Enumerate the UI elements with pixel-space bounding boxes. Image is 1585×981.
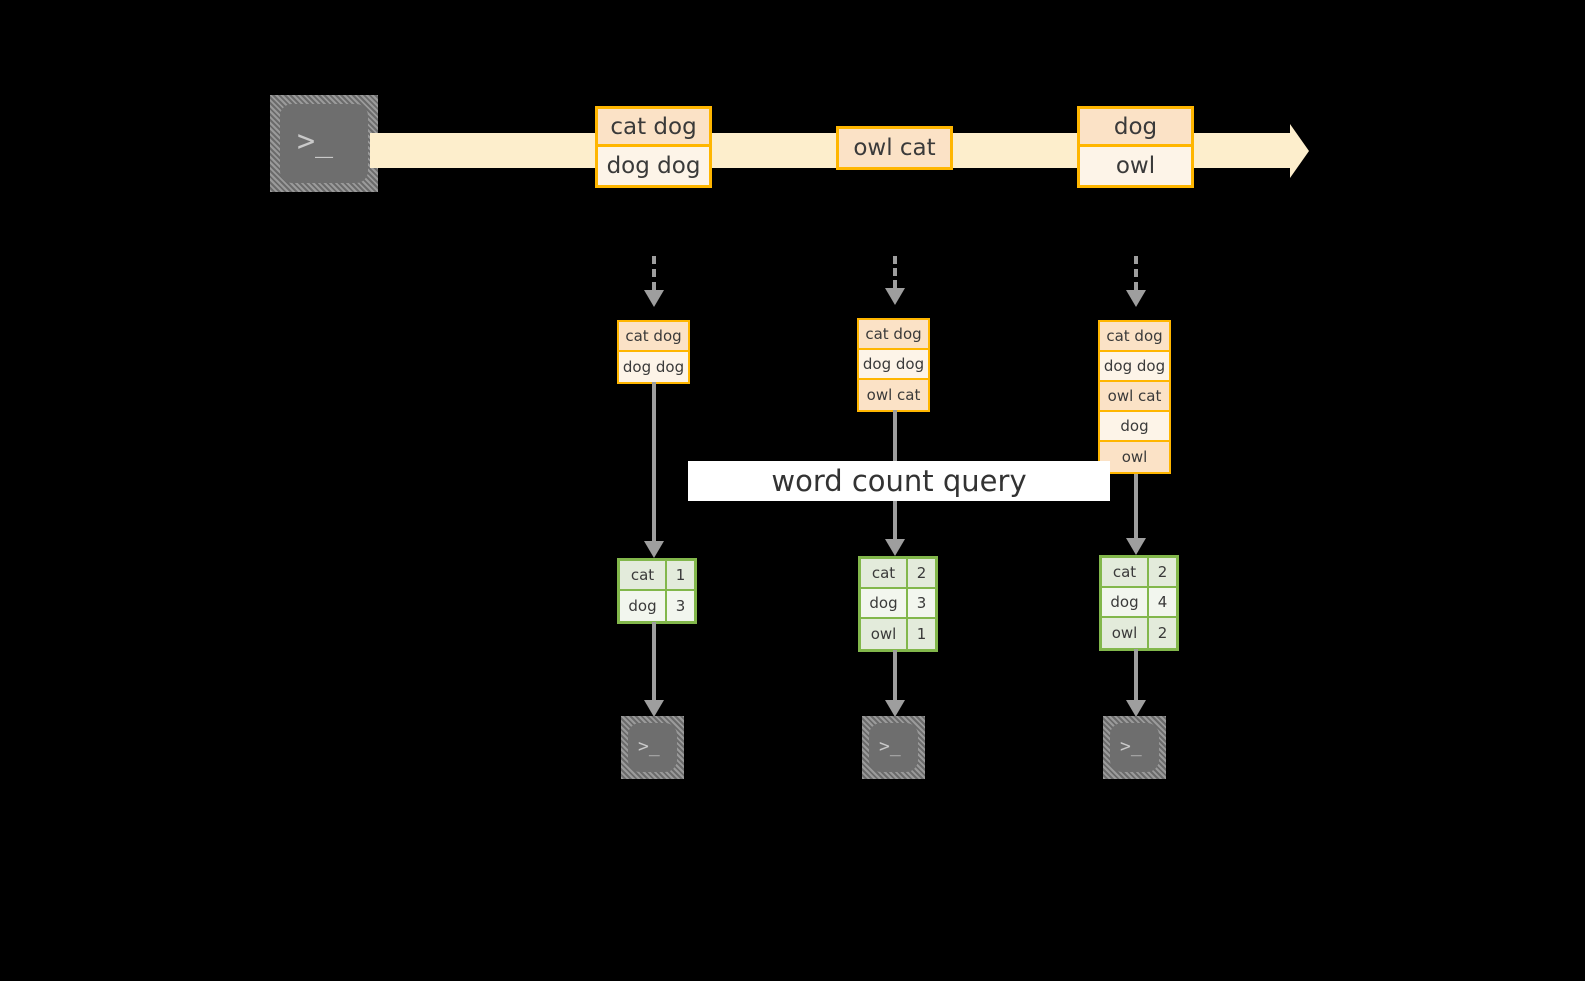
record-line: owl [1080, 147, 1191, 185]
table-row: owl 1 [861, 619, 935, 649]
table-row: cat 2 [1102, 558, 1176, 588]
result-count: 1 [908, 619, 935, 649]
column-2-result-table[interactable]: cat 2 dog 3 owl 1 [858, 556, 938, 652]
column-3-dashed-connector [1134, 256, 1138, 290]
column-3-sink-terminal-icon: >_ [1103, 716, 1166, 779]
result-word: owl [861, 619, 908, 649]
column-3-sink-arrow-head-icon [1126, 700, 1146, 717]
column-1-query-arrow-head-icon [644, 541, 664, 558]
column-1-query-connector [652, 382, 656, 554]
result-count: 1 [667, 561, 694, 589]
column-2-sink-arrow-head-icon [885, 700, 905, 717]
terminal-prompt-glyph: >_ [1120, 736, 1142, 757]
record-line: owl [1100, 442, 1169, 472]
column-1-result-table[interactable]: cat 1 dog 3 [617, 558, 697, 624]
table-row: cat 1 [620, 561, 694, 591]
result-word: cat [861, 559, 908, 587]
column-1-dashed-connector [652, 256, 656, 290]
column-2-dashed-connector [893, 256, 897, 288]
query-label: word count query [688, 461, 1110, 501]
result-word: cat [620, 561, 667, 589]
column-1-sink-connector [652, 622, 656, 700]
terminal-screen [628, 723, 677, 772]
record-line: cat dog [619, 322, 688, 352]
record-line: dog dog [859, 350, 928, 380]
column-3-accumulated-records[interactable]: cat dog dog dog owl cat dog owl [1098, 320, 1171, 474]
result-count: 2 [908, 559, 935, 587]
timeline-batch-1[interactable]: cat dog dog dog [595, 106, 712, 188]
column-1-accumulated-records[interactable]: cat dog dog dog [617, 320, 690, 384]
record-line: dog dog [598, 147, 709, 185]
record-line: dog [1100, 412, 1169, 442]
result-word: dog [620, 591, 667, 621]
column-3-query-connector [1134, 474, 1138, 552]
column-2-accumulated-records[interactable]: cat dog dog dog owl cat [857, 318, 930, 412]
timeline-arrow-head-icon [1290, 124, 1309, 178]
column-2-dashed-arrow-head-icon [885, 288, 905, 305]
result-count: 2 [1149, 558, 1176, 586]
column-3-sink-connector [1134, 649, 1138, 700]
column-2-query-arrow-head-icon [885, 539, 905, 556]
result-count: 2 [1149, 618, 1176, 648]
timeline-batch-3[interactable]: dog owl [1077, 106, 1194, 188]
column-3-dashed-arrow-head-icon [1126, 290, 1146, 307]
result-word: cat [1102, 558, 1149, 586]
table-row: dog 3 [861, 589, 935, 619]
terminal-prompt-glyph: >_ [297, 124, 334, 159]
result-count: 4 [1149, 588, 1176, 616]
terminal-prompt-glyph: >_ [638, 736, 660, 757]
result-word: dog [1102, 588, 1149, 616]
record-line: owl cat [1100, 382, 1169, 412]
record-line: cat dog [859, 320, 928, 350]
column-1-sink-terminal-icon: >_ [621, 716, 684, 779]
column-3-query-arrow-head-icon [1126, 538, 1146, 555]
record-line: owl cat [859, 380, 928, 410]
record-line: dog [1080, 109, 1191, 147]
result-count: 3 [667, 591, 694, 621]
terminal-screen [869, 723, 918, 772]
terminal-prompt-glyph: >_ [879, 736, 901, 757]
source-terminal-icon: >_ [270, 95, 378, 192]
record-line: dog dog [1100, 352, 1169, 382]
table-row: cat 2 [861, 559, 935, 589]
timeline-batch-2[interactable]: owl cat [836, 126, 953, 170]
column-1-sink-arrow-head-icon [644, 700, 664, 717]
record-line: dog dog [619, 352, 688, 382]
column-1-dashed-arrow-head-icon [644, 290, 664, 307]
table-row: owl 2 [1102, 618, 1176, 648]
result-count: 3 [908, 589, 935, 617]
terminal-screen [280, 104, 368, 183]
column-3-result-table[interactable]: cat 2 dog 4 owl 2 [1099, 555, 1179, 651]
record-line: cat dog [1100, 322, 1169, 352]
column-2-sink-terminal-icon: >_ [862, 716, 925, 779]
result-word: owl [1102, 618, 1149, 648]
column-2-sink-connector [893, 650, 897, 700]
result-word: dog [861, 589, 908, 617]
record-line: owl cat [839, 129, 950, 167]
terminal-screen [1110, 723, 1159, 772]
table-row: dog 3 [620, 591, 694, 621]
table-row: dog 4 [1102, 588, 1176, 618]
record-line: cat dog [598, 109, 709, 147]
